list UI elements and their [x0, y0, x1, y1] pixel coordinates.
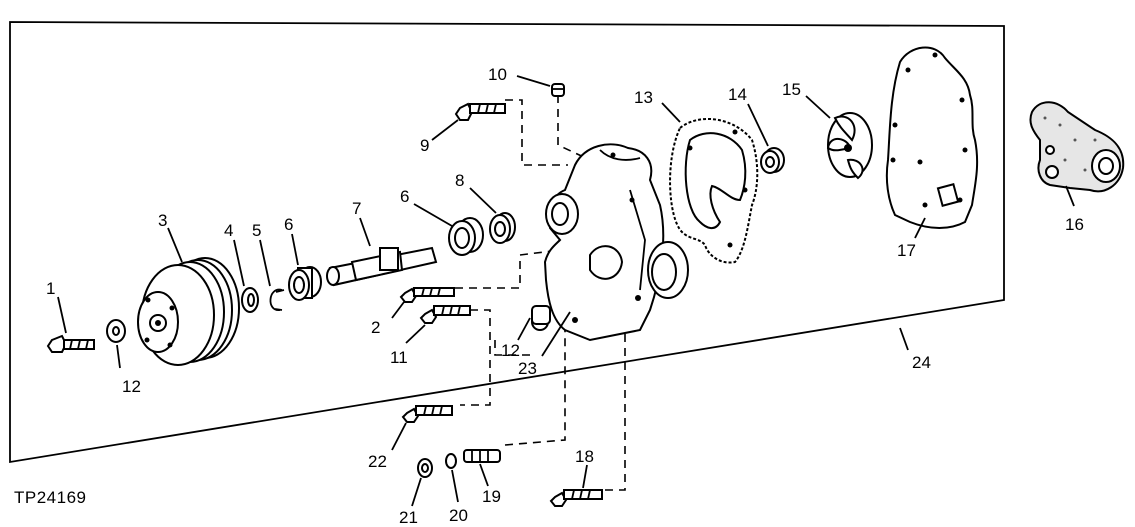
nut-part-14 — [760, 147, 785, 174]
mounting-panel-outline — [9, 21, 1005, 464]
lock-washer-part-20 — [445, 453, 457, 469]
callout-6-left: 6 — [284, 215, 293, 234]
callout-19: 19 — [482, 487, 501, 506]
callout-11: 11 — [390, 348, 408, 367]
callout-12-left: 12 — [122, 377, 141, 396]
figure-code: TP24169 — [14, 488, 87, 507]
bolt-part-18 — [549, 489, 603, 507]
cover-plate-part-17 — [885, 46, 979, 229]
callout-21: 21 — [399, 508, 418, 527]
callout-9: 9 — [420, 136, 429, 155]
callout-22: 22 — [368, 452, 387, 471]
callout-13: 13 — [634, 88, 653, 107]
bolt-part-2 — [399, 287, 455, 303]
callout-2: 2 — [371, 318, 380, 337]
stud-part-19 — [463, 449, 501, 463]
bolt-part-22 — [401, 405, 453, 423]
snap-ring-part-5 — [269, 288, 285, 311]
callout-labels: 1 2 3 4 5 6 7 6 8 9 10 11 12 12 13 14 15… — [46, 65, 1084, 527]
pulley-part-3 — [137, 257, 240, 366]
callout-5: 5 — [252, 221, 261, 240]
callout-14: 14 — [728, 85, 747, 104]
callout-18: 18 — [575, 447, 594, 466]
bolt-part-11 — [419, 305, 471, 324]
callout-8: 8 — [455, 171, 464, 190]
outlet-housing-part-16 — [1029, 101, 1125, 193]
assembly-guide-lines — [455, 95, 626, 491]
callout-3: 3 — [158, 211, 167, 230]
callout-17: 17 — [897, 241, 916, 260]
nut-part-21 — [417, 458, 433, 478]
callout-10: 10 — [488, 65, 507, 84]
bolt-part-9 — [454, 102, 506, 121]
bearing-part-6-left — [288, 266, 322, 301]
callout-1: 1 — [46, 279, 55, 298]
shaft-part-7 — [326, 246, 438, 287]
seal-part-8 — [489, 212, 516, 244]
callout-20: 20 — [449, 506, 468, 525]
callout-4: 4 — [224, 221, 233, 240]
callout-7: 7 — [352, 199, 361, 218]
pump-housing — [531, 143, 689, 342]
gasket-part-13 — [669, 117, 759, 264]
callout-16: 16 — [1065, 215, 1084, 234]
callout-24: 24 — [912, 353, 931, 372]
callout-6-right: 6 — [400, 187, 409, 206]
leader-lines — [57, 75, 1075, 507]
washer-part-12-left — [106, 319, 126, 343]
callout-23: 23 — [518, 359, 537, 378]
impeller-part-15 — [826, 112, 873, 180]
plug-part-10 — [551, 83, 565, 97]
callout-12-center: 12 — [501, 341, 520, 360]
washer-part-4 — [241, 287, 259, 313]
bolt-part-1 — [46, 334, 95, 353]
callout-15: 15 — [782, 80, 801, 99]
bearing-part-6-right — [448, 217, 484, 256]
